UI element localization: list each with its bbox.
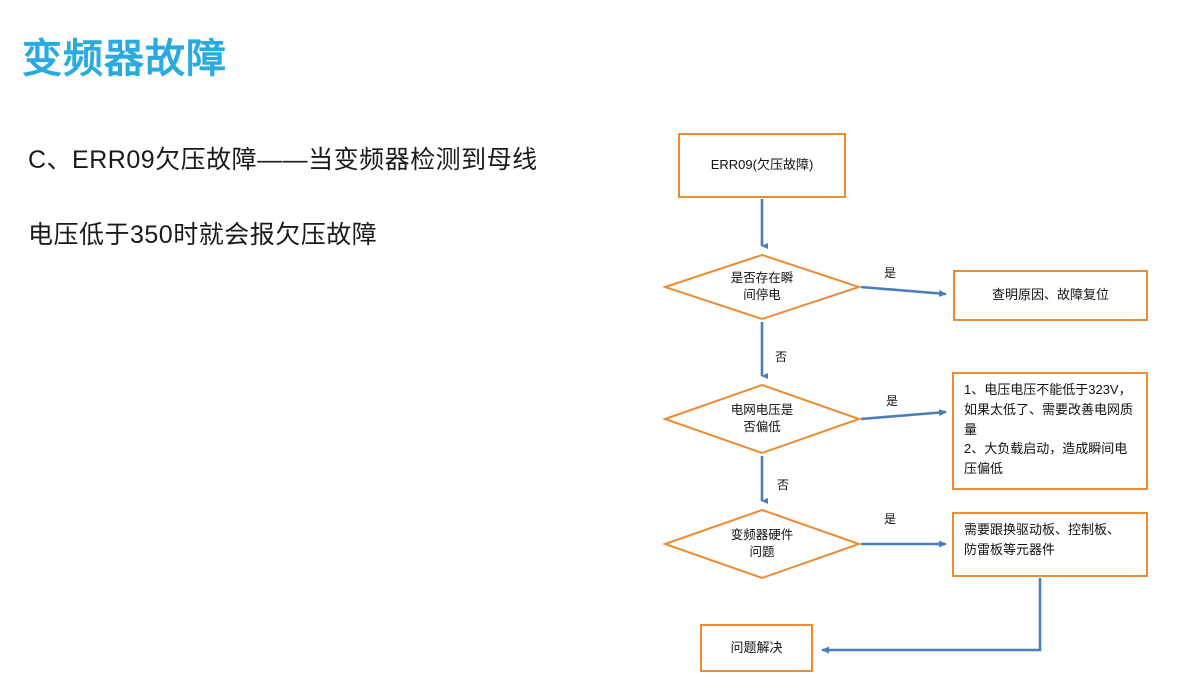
connector-grid-voltage-yes xyxy=(860,409,947,421)
flow-node-hardware-advice[interactable]: 需要跟换驱动板、控制板、 防雷板等元器件 xyxy=(952,512,1148,577)
flow-node-decision-grid-voltage[interactable]: 电网电压是 否偏低 xyxy=(663,383,861,455)
voltage-advice-line-4: 2、大负载启动，造成瞬间电 xyxy=(964,441,1128,457)
flow-node-decision-outage[interactable]: 是否存在瞬 间停电 xyxy=(663,253,861,321)
flow-node-resolved[interactable]: 问题解决 xyxy=(700,624,813,672)
flow-node-decision-grid-voltage-label: 电网电压是 否偏低 xyxy=(730,403,794,434)
edge-label-grid-voltage-no: 否 xyxy=(777,478,790,492)
voltage-advice-line-5: 压偏低 xyxy=(964,461,1004,476)
body-text-line-2: 电压低于350时就会报欠压故障 xyxy=(28,221,378,249)
edge-label-grid-voltage-yes: 是 xyxy=(886,394,899,408)
flow-node-check-power[interactable]: 查明原因、故障复位 xyxy=(953,270,1148,321)
flow-node-decision-hardware[interactable]: 变频器硬件 问题 xyxy=(663,508,861,580)
diamond-shape xyxy=(663,253,861,321)
body-text-line-1: C、ERR09欠压故障——当变频器检测到母线 xyxy=(28,146,538,174)
connector-hardware-advice-to-resolved xyxy=(821,578,1042,654)
voltage-advice-line-2: 如果太低了、需要改善电网质 xyxy=(964,401,1134,417)
voltage-advice-text: 1、电压电压不能低于323V， 如果太低了、需要改善电网质 量 2、大负载启动，… xyxy=(964,380,1133,479)
flow-node-err09[interactable]: ERR09(欠压故障) xyxy=(678,133,846,198)
connector-outage-yes xyxy=(860,285,947,297)
hardware-advice-line-1: 需要跟换驱动板、控制板、 xyxy=(964,522,1121,537)
page-title: 变频器故障 xyxy=(22,37,227,81)
diamond-shape xyxy=(663,383,861,455)
diamond-shape xyxy=(663,508,861,580)
voltage-advice-line-1: 1、电压电压不能低于323V， xyxy=(964,382,1132,397)
edge-label-hardware-yes: 是 xyxy=(884,512,897,526)
hardware-advice-text: 需要跟换驱动板、控制板、 防雷板等元器件 xyxy=(964,520,1120,560)
voltage-advice-line-3: 量 xyxy=(964,421,978,437)
edge-label-outage-yes: 是 xyxy=(884,266,897,280)
edge-label-outage-no: 否 xyxy=(775,350,788,364)
flow-node-voltage-advice[interactable]: 1、电压电压不能低于323V， 如果太低了、需要改善电网质 量 2、大负载启动，… xyxy=(952,372,1148,490)
flow-node-decision-outage-label: 是否存在瞬 间停电 xyxy=(730,271,794,302)
hardware-advice-line-2: 防雷板等元器件 xyxy=(964,541,1056,557)
flow-node-decision-hardware-label: 变频器硬件 问题 xyxy=(730,528,794,559)
